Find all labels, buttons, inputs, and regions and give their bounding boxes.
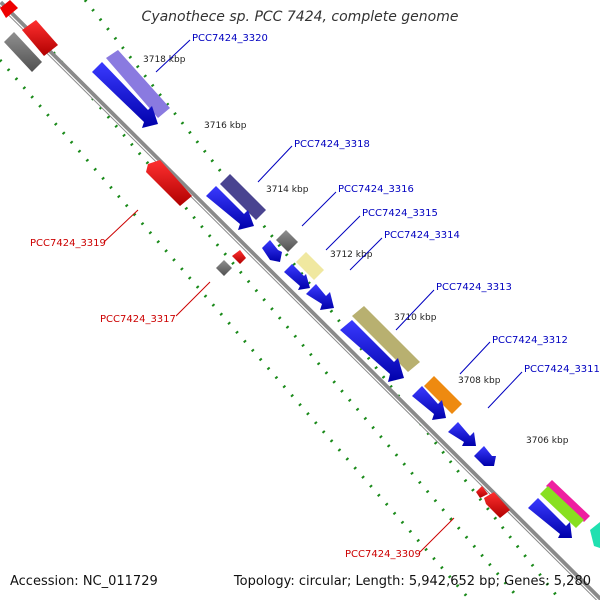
gene-label-3313[interactable]: PCC7424_3313 bbox=[436, 282, 512, 293]
dotted-track-inner-forward bbox=[28, 24, 522, 600]
tick-3708: 3708 kbp bbox=[458, 376, 501, 386]
gene-3311-arrow[interactable] bbox=[448, 422, 476, 446]
gene-cluster-cyan[interactable] bbox=[590, 522, 600, 548]
gene-cluster-green[interactable] bbox=[540, 486, 584, 528]
gene-3315-yellow[interactable] bbox=[296, 252, 324, 280]
gene-3317-arrow[interactable] bbox=[232, 250, 246, 264]
gene-label-3320[interactable]: PCC7424_3320 bbox=[192, 33, 268, 44]
gene-cluster-arrow[interactable] bbox=[528, 498, 572, 538]
gene-3318-purple[interactable] bbox=[220, 174, 266, 220]
gene-3316-gray[interactable] bbox=[276, 230, 298, 252]
gene-label-leaders bbox=[103, 39, 523, 553]
accession-text: Accession: NC_011729 bbox=[10, 574, 158, 589]
gene-label-3319[interactable]: PCC7424_3319 bbox=[30, 238, 106, 249]
dotted-track-reverse bbox=[0, 59, 472, 600]
gene-3314-arrow[interactable] bbox=[306, 284, 334, 310]
map-title: Cyanothece sp. PCC 7424, complete genome bbox=[141, 9, 459, 25]
gene-block-top-left-red[interactable] bbox=[0, 0, 58, 56]
gene-label-3311[interactable]: PCC7424_3311 bbox=[524, 364, 600, 375]
gene-3313-olive[interactable] bbox=[352, 306, 420, 372]
forward-genes bbox=[0, 0, 600, 548]
gene-block-top-left-gray[interactable] bbox=[4, 32, 42, 72]
reverse-genes bbox=[146, 160, 510, 518]
gene-label-3317[interactable]: PCC7424_3317 bbox=[100, 314, 176, 325]
gene-3319-arrow[interactable] bbox=[146, 160, 192, 206]
tick-3712: 3712 kbp bbox=[330, 250, 373, 260]
gene-label-3312[interactable]: PCC7424_3312 bbox=[492, 335, 568, 346]
gene-3309-arrow[interactable] bbox=[484, 492, 510, 518]
gene-labels: PCC7424_3320 PCC7424_3318 PCC7424_3316 P… bbox=[30, 33, 600, 560]
gene-cluster-pink[interactable] bbox=[546, 480, 590, 522]
gene-label-3309[interactable]: PCC7424_3309 bbox=[345, 549, 421, 560]
gene-label-3316[interactable]: PCC7424_3316 bbox=[338, 184, 414, 195]
dotted-track-outer-forward bbox=[83, 0, 562, 600]
gene-label-3318[interactable]: PCC7424_3318 bbox=[294, 139, 370, 150]
genome-summary-text: Topology: circular; Length: 5,942,652 bp… bbox=[233, 574, 591, 589]
gene-3315-arrow[interactable] bbox=[284, 264, 310, 290]
gene-3320-arrow[interactable] bbox=[92, 62, 158, 128]
gene-label-3314[interactable]: PCC7424_3314 bbox=[384, 230, 460, 241]
tick-labels: 3718 kbp 3716 kbp 3714 kbp 3712 kbp 3710… bbox=[143, 55, 569, 446]
tick-3710: 3710 kbp bbox=[394, 313, 437, 323]
gene-3312-orange[interactable] bbox=[424, 376, 462, 414]
gene-3309-small[interactable] bbox=[476, 486, 488, 498]
gene-3313-arrow[interactable] bbox=[340, 320, 404, 382]
gene-3312-arrow[interactable] bbox=[412, 386, 446, 420]
gene-label-3315[interactable]: PCC7424_3315 bbox=[362, 208, 438, 219]
gene-3310-arrow[interactable] bbox=[474, 446, 496, 466]
gene-3317-gray[interactable] bbox=[216, 260, 232, 276]
tick-3714: 3714 kbp bbox=[266, 185, 309, 195]
tick-3706: 3706 kbp bbox=[526, 436, 569, 446]
gene-3316-arrow[interactable] bbox=[262, 240, 282, 262]
gene-3318-arrow[interactable] bbox=[206, 186, 254, 230]
tick-3716: 3716 kbp bbox=[204, 121, 247, 131]
gene-3320-purple[interactable] bbox=[106, 50, 170, 118]
tick-3718: 3718 kbp bbox=[143, 55, 186, 65]
